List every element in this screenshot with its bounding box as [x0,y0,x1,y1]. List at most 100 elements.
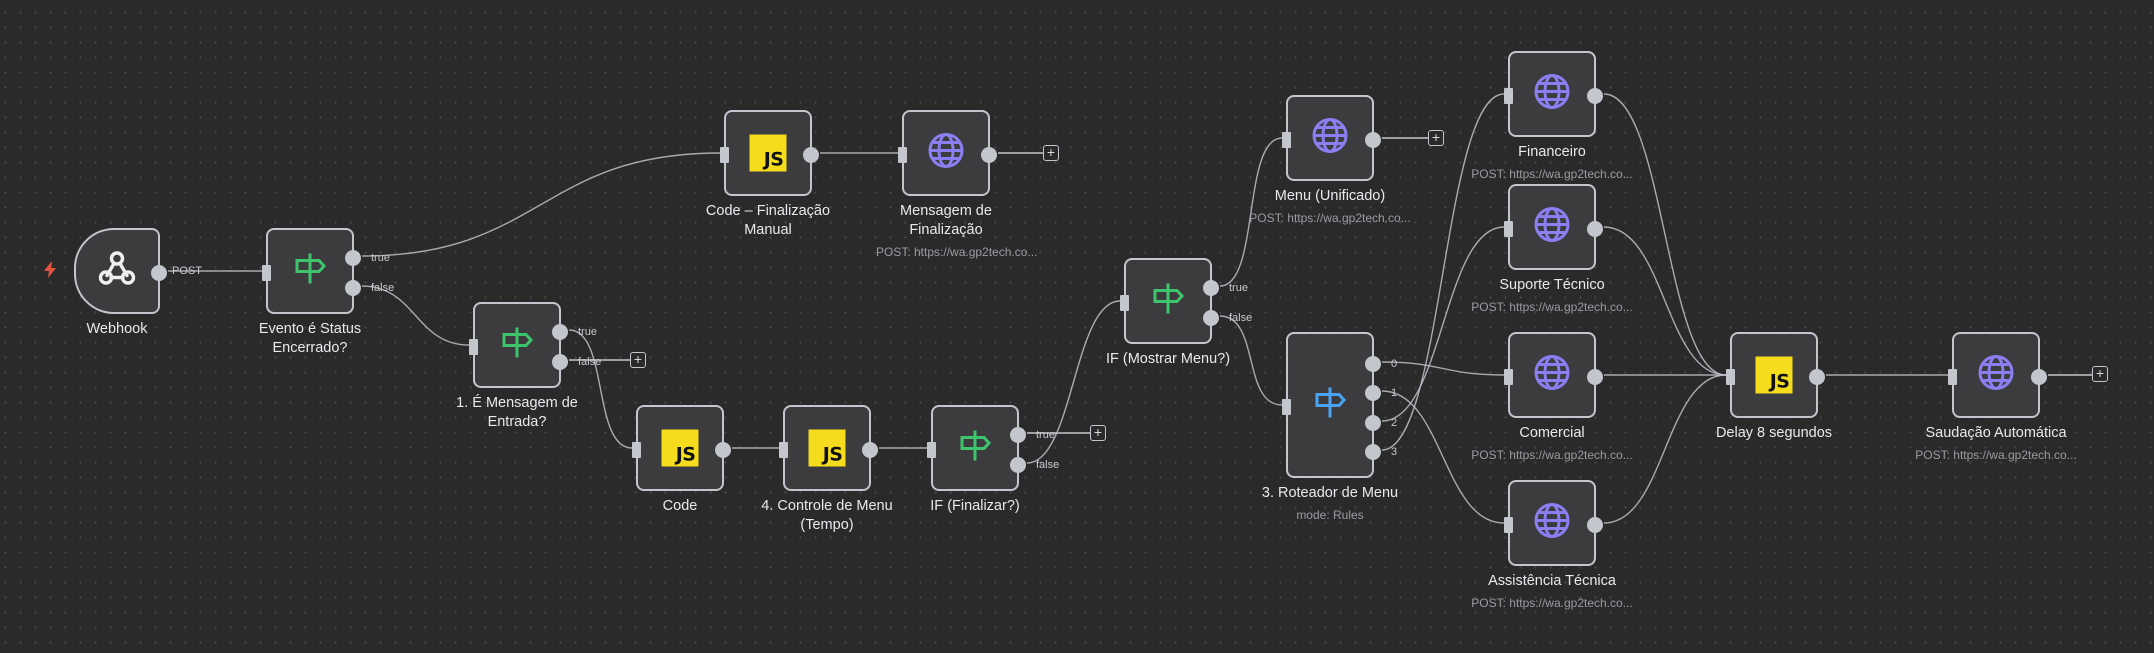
input-handle[interactable] [720,147,729,163]
node-title: Delay 8 segundos [1715,425,1833,441]
node-subtitle: POST: https://wa.gp2tech.co... [1471,167,1633,181]
output-handle-3[interactable]: 3 [1365,444,1397,460]
connection-roteador-2[interactable] [1381,226,1505,422]
connection-evento-true[interactable] [361,152,721,257]
output-label-post: POST [172,265,202,277]
output-handle[interactable] [1587,369,1603,385]
node-menu-unificado[interactable]: Menu (Unificado)POST: https://wa.gp2tech… [1249,95,1411,225]
connection-financeiro-delay[interactable] [1603,93,1727,376]
js-icon: JS [1755,356,1793,394]
input-handle[interactable] [262,265,271,281]
output-handle-0[interactable]: 0 [1365,356,1397,372]
globe-icon [1977,354,2015,397]
node-if-mostrar-menu[interactable]: true false IF (Mostrar Menu?) [1106,258,1252,367]
input-handle[interactable] [1504,221,1513,237]
output-handle[interactable] [1587,517,1603,533]
output-handle-2[interactable]: 2 [1365,415,1397,431]
node-subtitle: POST: https://wa.gp2tech.co... [1915,448,2077,462]
node-code[interactable]: JS Code [632,405,731,514]
input-handle[interactable] [1282,399,1291,415]
output-handle-false[interactable]: false [1010,457,1059,473]
node-subtitle: POST: https://wa.gp2tech.co... [1471,300,1633,314]
input-handle[interactable] [1948,369,1957,385]
add-node-button[interactable]: + [2092,366,2108,382]
node-title-text: Suporte Técnico [1499,277,1605,293]
globe-icon [1533,73,1571,116]
handle-label-3: 3 [1391,446,1398,458]
node-subtitle: POST: https://wa.gp2tech.co... [876,245,1038,259]
input-handle[interactable] [927,442,936,458]
output-handle-false[interactable]: false [552,354,601,370]
node-webhook[interactable]: Webhook [74,228,167,337]
node-title: Code – Finalização Manual [705,203,831,238]
node-evento-status[interactable]: true false Evento é Status Encerrado? [259,228,394,356]
add-node-button[interactable]: + [1043,145,1059,161]
input-handle[interactable] [898,147,907,163]
handle-label-0: 0 [1391,358,1398,370]
output-handle-1[interactable]: 1 [1365,385,1397,401]
add-node-button[interactable]: + [1428,130,1444,146]
connection-roteador-0[interactable] [1381,361,1505,376]
input-handle[interactable] [1504,517,1513,533]
output-handle-false[interactable]: false [1203,310,1252,326]
add-node-button[interactable]: + [1090,425,1106,441]
output-handle[interactable] [803,147,819,163]
node-title: 1. É Mensagem de Entrada? [456,395,578,430]
handle-label-true: true [371,252,390,264]
output-handle[interactable] [1587,221,1603,237]
node-subtitle: mode: Rules [1296,508,1364,522]
handle-label-1: 1 [1391,387,1398,399]
input-handle[interactable] [1504,369,1513,385]
output-handle-true[interactable]: true [1203,280,1248,296]
node-title: Code [662,498,698,514]
output-handle[interactable] [1587,88,1603,104]
input-handle[interactable] [1282,132,1291,148]
node-title-text: Saudação Automática [1925,425,2067,441]
input-handle[interactable] [632,442,641,458]
input-handle[interactable] [779,442,788,458]
signpost-icon [1312,385,1348,426]
handle-label-true: true [578,326,597,338]
signpost-icon [499,325,535,366]
node-subtitle: POST: https://wa.gp2tech.co... [1471,596,1633,610]
node-controle-menu[interactable]: JS 4. Controle de Menu (Tempo) [761,405,893,533]
output-handle[interactable] [862,442,878,458]
node-subtitle: POST: https://wa.gp2tech.co... [1249,211,1411,225]
input-handle[interactable] [1504,88,1513,104]
output-handle-true[interactable]: true [1010,427,1055,443]
add-node-button[interactable]: + [630,352,646,368]
node-title: Evento é Status Encerrado? [258,321,362,356]
output-handle[interactable] [1809,369,1825,385]
output-handle[interactable] [2031,369,2047,385]
output-handle[interactable] [715,442,731,458]
input-handle[interactable] [1120,295,1129,311]
js-icon: JS [661,429,699,467]
output-handle[interactable] [981,147,997,163]
node-code-finalizacao[interactable]: JS Code – Finalização Manual [706,110,830,238]
output-handle-false[interactable]: false [345,280,394,296]
node-mensagem-entrada[interactable]: true false 1. É Mensagem de Entrada? [456,302,601,430]
input-handle[interactable] [469,339,478,355]
node-if-finalizar[interactable]: true false IF (Finalizar?) [927,405,1059,514]
output-handle[interactable] [1365,132,1381,148]
node-title: Menu (Unificado)POST: https://wa.gp2tech… [1220,187,1440,228]
input-handle[interactable] [1726,369,1735,385]
globe-icon [1533,502,1571,545]
output-handle-true[interactable]: true [552,324,597,340]
output-handle-true[interactable]: true [345,250,390,266]
node-title-text: Comercial [1519,425,1585,441]
output-handle[interactable] [151,265,167,281]
node-delay[interactable]: JS Delay 8 segundos [1716,332,1832,441]
js-icon: JS [749,134,787,172]
